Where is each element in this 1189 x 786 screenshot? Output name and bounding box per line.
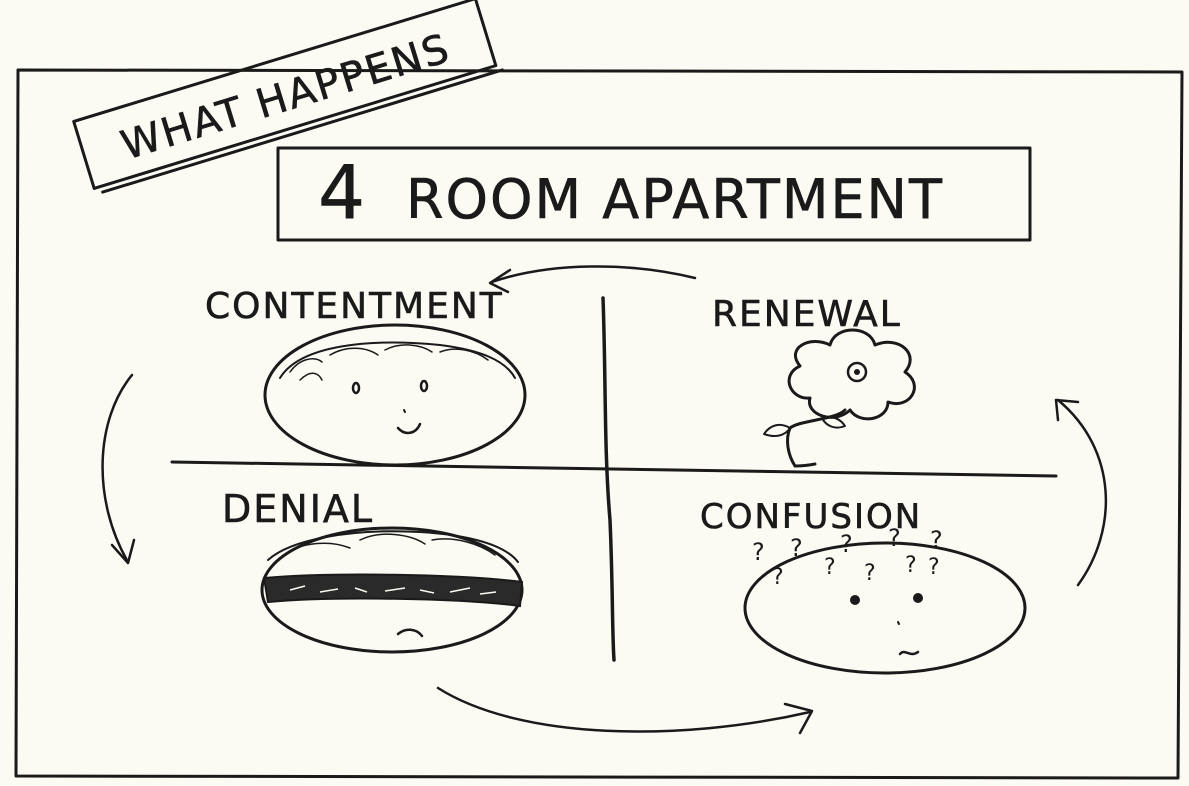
smiling-face-icon <box>265 325 525 465</box>
question-mark: ? <box>888 524 903 552</box>
question-mark: ? <box>930 526 945 554</box>
arrow-renewal-to-contentment <box>490 266 695 292</box>
arrow-contentment-to-denial <box>103 375 134 563</box>
room-label-denial: DENIAL <box>222 487 374 531</box>
room-label-contentment: CONTENTMENT <box>205 286 504 327</box>
question-mark: ? <box>752 538 767 566</box>
question-mark: ? <box>840 530 855 558</box>
question-mark: ? <box>928 555 942 580</box>
arrow-confusion-to-renewal <box>1056 400 1106 585</box>
title-number: 4 <box>318 150 367 236</box>
confused-face-icon <box>745 543 1025 673</box>
room-label-renewal: RENEWAL <box>712 294 902 335</box>
question-mark: ? <box>790 534 805 562</box>
question-mark: ? <box>905 553 919 578</box>
question-mark: ? <box>824 555 838 580</box>
question-mark: ? <box>772 565 786 590</box>
arrow-denial-to-confusion <box>438 688 812 733</box>
question-mark: ? <box>864 561 878 586</box>
page-title: ROOM APARTMENT <box>406 168 944 231</box>
vertical-divider <box>603 298 614 660</box>
banner: WHAT HAPPENS <box>74 0 503 194</box>
horizontal-divider <box>172 462 1056 476</box>
blindfolded-face-icon <box>262 528 522 652</box>
flower-icon <box>764 330 914 466</box>
